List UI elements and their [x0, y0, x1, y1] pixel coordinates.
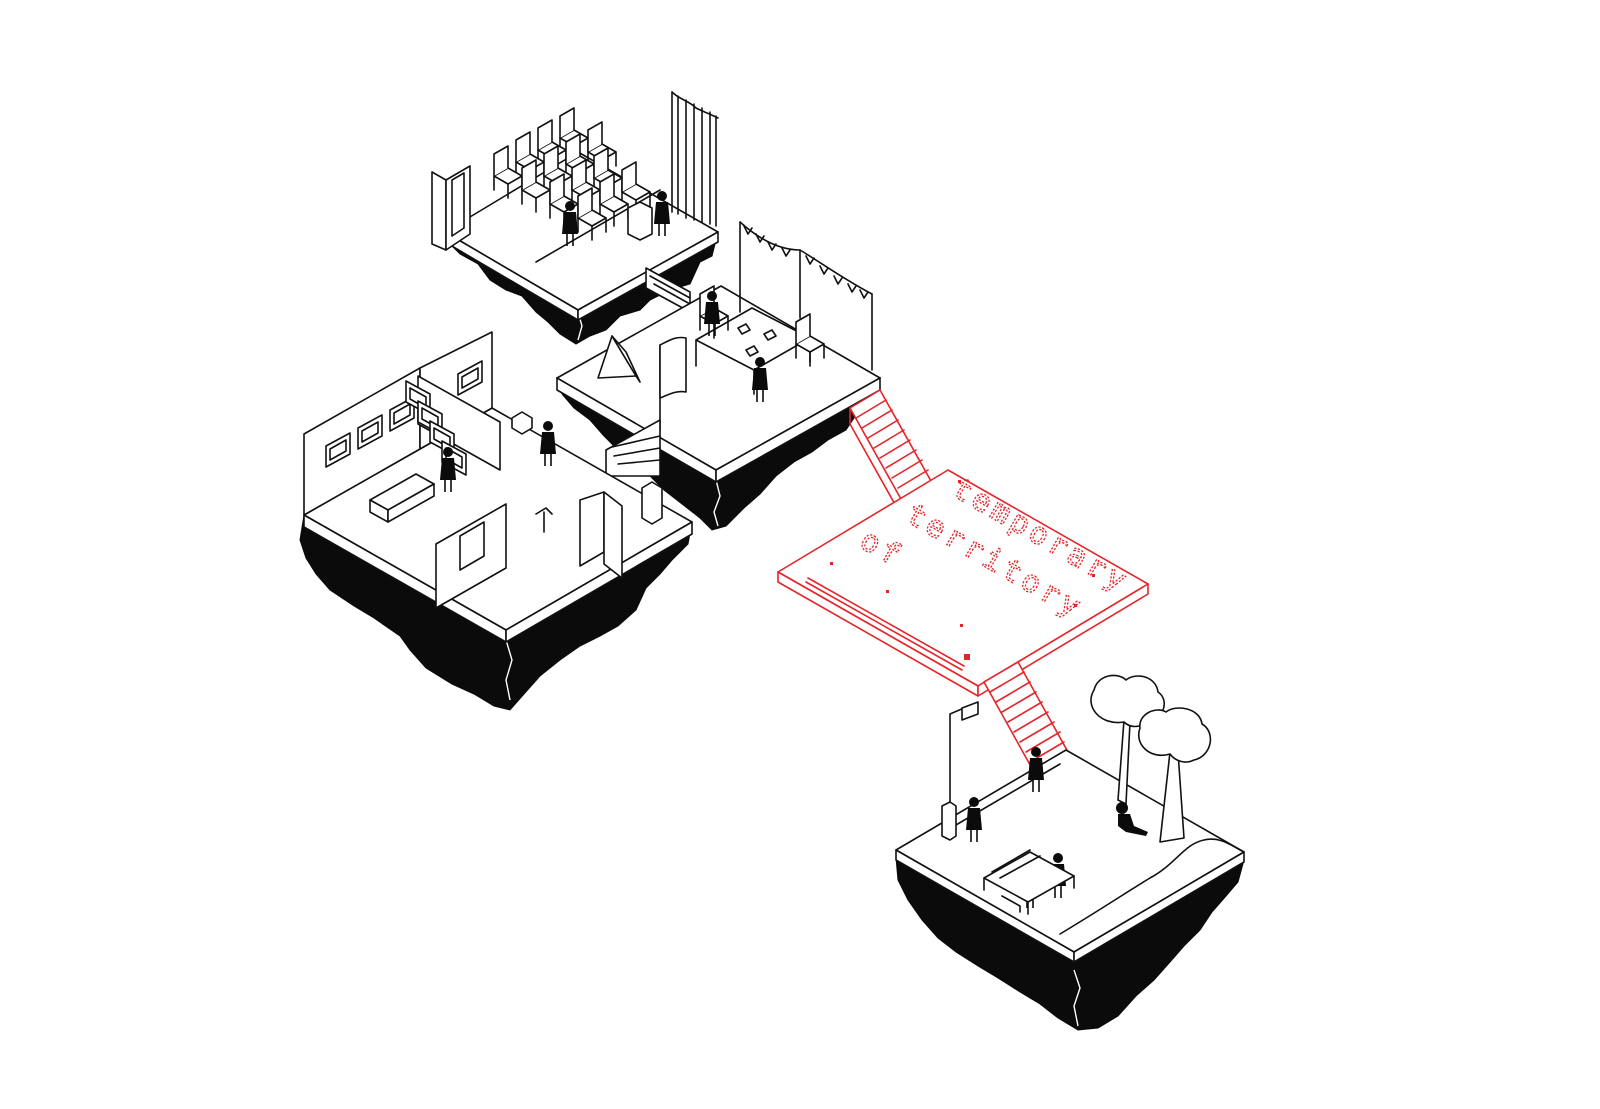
stairs-lecture — [645, 267, 691, 313]
meeting-island — [556, 221, 881, 531]
lecture-island — [431, 91, 719, 345]
gallery-island — [299, 331, 693, 711]
curtain — [671, 91, 719, 227]
sign-platform: temporary territory of — [777, 469, 1149, 697]
park-island — [895, 674, 1245, 1031]
stairs-meeting — [605, 419, 661, 477]
picnic-table — [983, 849, 1075, 915]
tree-right — [1137, 707, 1212, 843]
